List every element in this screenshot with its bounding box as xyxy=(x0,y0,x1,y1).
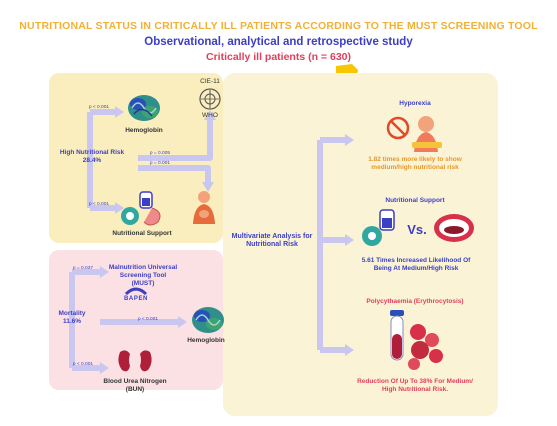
hemoglobin-icon xyxy=(128,95,160,121)
polycythaemia-title: Polycythaemia (Erythrocytosis) xyxy=(366,298,464,305)
high-risk-label: High Nutritional Risk 28.4% xyxy=(59,149,125,164)
p-value-must: p = 0.037 xyxy=(72,266,94,271)
must-label: Malnutrition Universal Screening Tool (M… xyxy=(108,264,178,287)
p-value-support: p < 0.001 xyxy=(88,202,110,207)
hemoglobin-label-bottom: Hemoglobin xyxy=(187,337,225,344)
polycythaemia-text: Reduction Of Up To 38% For Medium/ High … xyxy=(357,378,473,393)
mouth-icon xyxy=(434,214,474,242)
nutritional-support-label: Nutritional Support xyxy=(112,230,172,237)
bun-label: Blood Urea Nitrogen (BUN) xyxy=(103,378,167,393)
p-value-hemoglobin: p < 0.001 xyxy=(88,105,110,110)
hyporexia-text: 1.82 times more likely to show medium/hi… xyxy=(368,156,462,171)
nutritional-support-text: 5.61 Times Increased Likelihood Of Being… xyxy=(361,257,471,272)
hyporexia-icon xyxy=(386,116,442,152)
who-logo-icon xyxy=(199,88,221,110)
bapen-label: BAPEN xyxy=(123,296,148,302)
nutritional-support-icon xyxy=(121,191,161,226)
cie-label: CIE-11 xyxy=(200,78,220,85)
study-subtitle: Observational, analytical and retrospect… xyxy=(144,36,413,48)
bapen-logo-icon xyxy=(124,287,148,296)
support-device-icon xyxy=(362,209,395,246)
main-title: NUTRITIONAL STATUS IN CRITICALLY ILL PAT… xyxy=(19,20,538,32)
who-label: WHO xyxy=(202,112,218,119)
p-value-who: p = 0.005 xyxy=(149,151,171,156)
multivariate-analysis-label: Multivariate Analysis for Nutritional Ri… xyxy=(231,233,313,249)
mortality-label: Mortality 11.6% xyxy=(58,310,86,325)
kidney-icon xyxy=(118,350,152,372)
p-value-hemoglobin-bottom: p < 0.001 xyxy=(137,317,159,322)
pain-person-icon xyxy=(193,191,215,224)
nutritional-support-title: Nutritional Support xyxy=(385,197,445,204)
hemoglobin-icon-bottom xyxy=(192,307,224,333)
hemoglobin-label: Hemoglobin xyxy=(125,127,163,134)
blood-tube-icon xyxy=(390,310,443,370)
hyporexia-title: Hyporexia xyxy=(399,100,431,107)
population-label: Critically ill patients (n = 630) xyxy=(205,51,351,63)
versus-label: Vs. xyxy=(407,222,427,237)
results-panel xyxy=(223,73,498,416)
p-value-bun: p < 0.001 xyxy=(72,362,94,367)
p-value-pain: p = 0.001 xyxy=(149,161,171,166)
